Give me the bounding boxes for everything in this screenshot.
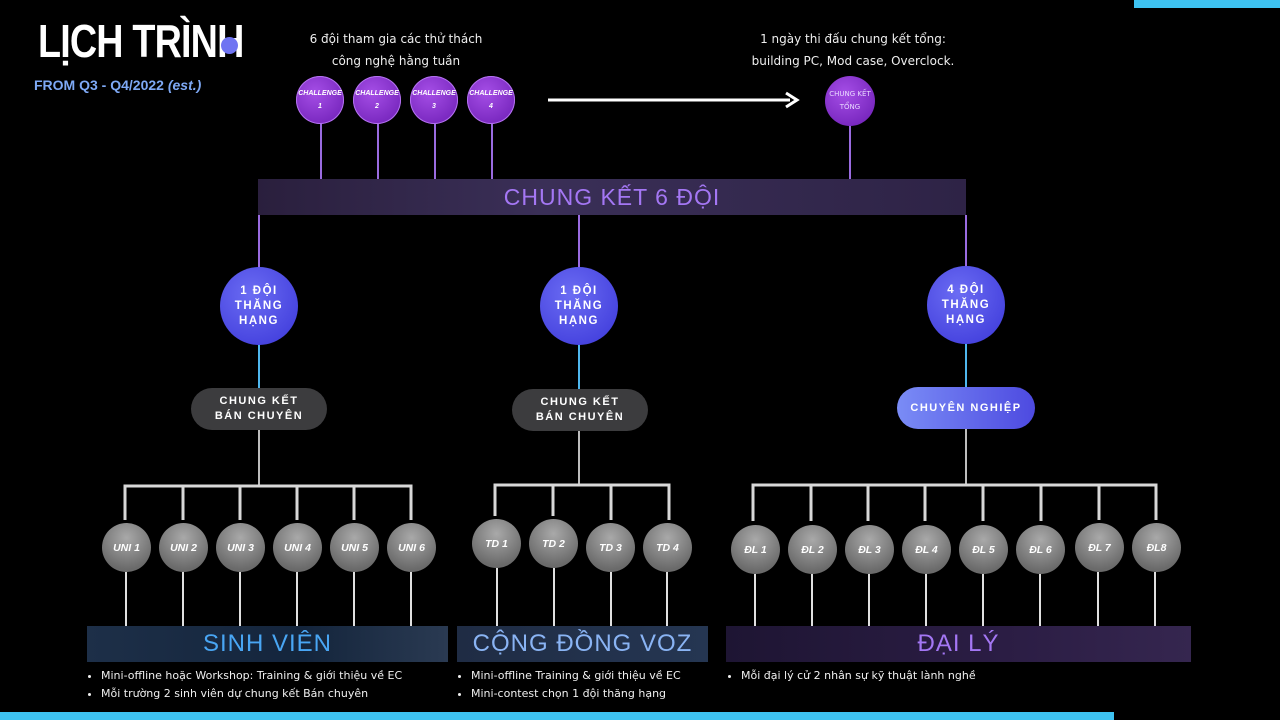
top-accent-bar (1134, 0, 1280, 8)
group-bar-dealers: ĐẠI LÝ (726, 626, 1191, 662)
group-bar-students: SINH VIÊN (87, 626, 448, 662)
team-node: UNI 3 (216, 523, 265, 572)
team-node: UNI 5 (330, 523, 379, 572)
team-node: TD 2 (529, 519, 578, 568)
students-notes: Mini-offline hoặc Workshop: Training & g… (86, 667, 471, 703)
team-node: ĐL 6 (1016, 525, 1065, 574)
team-node: TD 1 (472, 519, 521, 568)
list-item: Mini-offline Training & giới thiệu về EC (471, 667, 731, 685)
page-title: LỊCH TRÌNH (38, 15, 244, 67)
team-node: TD 3 (586, 523, 635, 572)
team-node: UNI 6 (387, 523, 436, 572)
final-note: 1 ngày thi đấu chung kết tổng: building … (751, 32, 955, 68)
voz-notes: Mini-offline Training & giới thiệu về EC… (456, 667, 731, 703)
professional-pill: CHUYÊN NGHIỆP (897, 387, 1035, 429)
team-node: UNI 2 (159, 523, 208, 572)
team-node: UNI 1 (102, 523, 151, 572)
team-node: ĐL 7 (1075, 523, 1124, 572)
list-item: Mini-offline hoặc Workshop: Training & g… (101, 667, 471, 685)
team-node: TD 4 (643, 523, 692, 572)
page-subtitle: FROM Q3 - Q4/2022 (est.) (34, 77, 202, 93)
final-6-teams-bar: CHUNG KẾT 6 ĐỘI (258, 179, 966, 215)
team-node: ĐL 1 (731, 525, 780, 574)
arrow-right-icon (548, 91, 800, 109)
bottom-accent-bar (0, 712, 1114, 720)
challenge-note: 6 đội tham gia các thử thách công nghệ h… (309, 32, 483, 68)
team-node: UNI 4 (273, 523, 322, 572)
list-item: Mỗi trường 2 sinh viên dự chung kết Bán … (101, 685, 471, 703)
list-item: Mỗi đại lý cử 2 nhân sự kỹ thuật lành ng… (741, 667, 1041, 685)
list-item: Mini-contest chọn 1 đội thăng hạng (471, 685, 731, 703)
team-node: ĐL8 (1132, 523, 1181, 572)
team-node: ĐL 5 (959, 525, 1008, 574)
team-node: ĐL 4 (902, 525, 951, 574)
title-dot-icon (221, 37, 238, 54)
dealers-notes: Mỗi đại lý cử 2 nhân sự kỹ thuật lành ng… (726, 667, 1041, 685)
group-bar-voz: CỘNG ĐỒNG VOZ (457, 626, 708, 662)
team-node: ĐL 3 (845, 525, 894, 574)
team-node: ĐL 2 (788, 525, 837, 574)
